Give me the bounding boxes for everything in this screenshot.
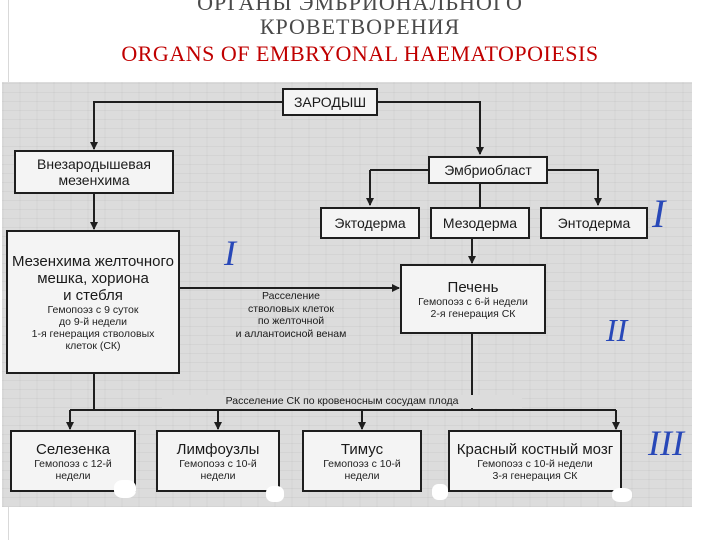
- node-endoderm-label: Энтодерма: [557, 215, 631, 231]
- label-vessel-migration: Расселение СК по кровеносным сосудам пло…: [162, 395, 522, 408]
- title-english: ORGANS OF EMBRYONAL HAEMATOPOIESIS: [121, 41, 599, 66]
- node-spleen: Селезенка Гемопоэз с 12-й недели: [10, 430, 136, 492]
- node-thymus: Тимус Гемопоэз с 10-й недели: [302, 430, 422, 492]
- node-yolk-sac-mesenchyme: Мезенхима желточного мешка, хориона и ст…: [6, 230, 180, 374]
- node-mesoderm: Мезодерма: [430, 207, 530, 239]
- label-migration-line-4: и аллантоисной венам: [235, 327, 347, 340]
- paper-blot: [266, 486, 284, 502]
- node-thymus-sub-2: недели: [344, 469, 380, 482]
- node-yolk-sub-4: клеток (СК): [65, 339, 121, 352]
- paper-blot: [432, 484, 448, 500]
- node-yolk-line-2: мешка, хориона: [37, 269, 149, 287]
- node-extraembryonic-mesenchyme: Внезародышевая мезенхима: [14, 150, 174, 194]
- node-extraembryonic-line-1: Внезародышевая: [37, 156, 151, 172]
- label-migration-line-1: Расселение: [262, 290, 320, 302]
- label-migration-line-3: по желточной: [257, 315, 325, 327]
- title-russian-line-1: ОРГАНЫ ЭМБРИОНАЛЬНОГО: [197, 0, 523, 15]
- node-liver-sub-2: 2-я генерация СК: [430, 307, 516, 320]
- node-lymph-nodes: Лимфоузлы Гемопоэз с 10-й недели: [156, 430, 280, 492]
- node-yolk-sub-2: до 9-й недели: [58, 315, 128, 328]
- node-liver-sub-1: Гемопоэз с 6-й недели: [418, 295, 528, 308]
- node-liver-label: Печень: [447, 278, 499, 296]
- node-yolk-sub-3: 1-я генерация стволовых: [31, 327, 155, 340]
- handwritten-mark-i-right: I: [652, 191, 666, 236]
- node-endoderm: Энтодерма: [540, 207, 648, 239]
- node-yolk-line-1: Мезенхима желточного: [12, 252, 174, 270]
- label-migration-line-2: стволовых клеток: [248, 302, 334, 315]
- handwritten-mark-i-left: I: [224, 233, 236, 273]
- node-spleen-label: Селезенка: [35, 440, 110, 458]
- node-spleen-sub-2: недели: [55, 469, 91, 482]
- node-lymph-nodes-sub-2: недели: [200, 469, 236, 482]
- node-red-bone-marrow-label: Красный костный мозг: [456, 440, 614, 458]
- node-thymus-label: Тимус: [340, 440, 384, 458]
- node-red-bone-marrow-sub-1: Гемопоэз с 10-й недели: [477, 457, 593, 470]
- node-spleen-sub-1: Гемопоэз с 12-й: [34, 457, 112, 470]
- label-stem-cell-migration: Расселение стволовых клеток по желточной…: [216, 290, 366, 340]
- node-yolk-line-3: и стебля: [63, 286, 123, 304]
- node-red-bone-marrow: Красный костный мозг Гемопоэз с 10-й нед…: [448, 430, 622, 492]
- node-ectoderm: Эктодерма: [320, 207, 420, 239]
- scanned-diagram: ЗАРОДЫШ Внезародышевая мезенхима Эмбриоб…: [2, 82, 692, 507]
- handwritten-mark-ii: II: [606, 312, 628, 348]
- node-yolk-sub-1: Гемопоэз с 9 суток: [47, 303, 139, 316]
- node-mesoderm-label: Мезодерма: [442, 215, 518, 231]
- node-liver: Печень Гемопоэз с 6-й недели 2-я генерац…: [400, 264, 546, 334]
- node-thymus-sub-1: Гемопоэз с 10-й: [323, 457, 401, 470]
- paper-blot: [114, 480, 136, 498]
- node-ectoderm-label: Эктодерма: [334, 215, 406, 231]
- node-lymph-nodes-sub-1: Гемопоэз с 10-й: [179, 457, 257, 470]
- node-lymph-nodes-label: Лимфоузлы: [176, 440, 260, 458]
- node-extraembryonic-line-2: мезенхима: [58, 172, 130, 188]
- handwritten-mark-iii: III: [648, 423, 684, 463]
- node-red-bone-marrow-sub-2: 3-я генерация СК: [492, 469, 578, 482]
- title-russian-line-2: КРОВЕТВОРЕНИЯ: [259, 14, 461, 39]
- node-embryoblast-label: Эмбриобласт: [444, 162, 532, 178]
- paper-blot: [612, 488, 632, 502]
- node-zarodysh: ЗАРОДЫШ: [282, 88, 378, 116]
- node-embryoblast: Эмбриобласт: [428, 156, 548, 184]
- node-zarodysh-label: ЗАРОДЫШ: [293, 94, 367, 110]
